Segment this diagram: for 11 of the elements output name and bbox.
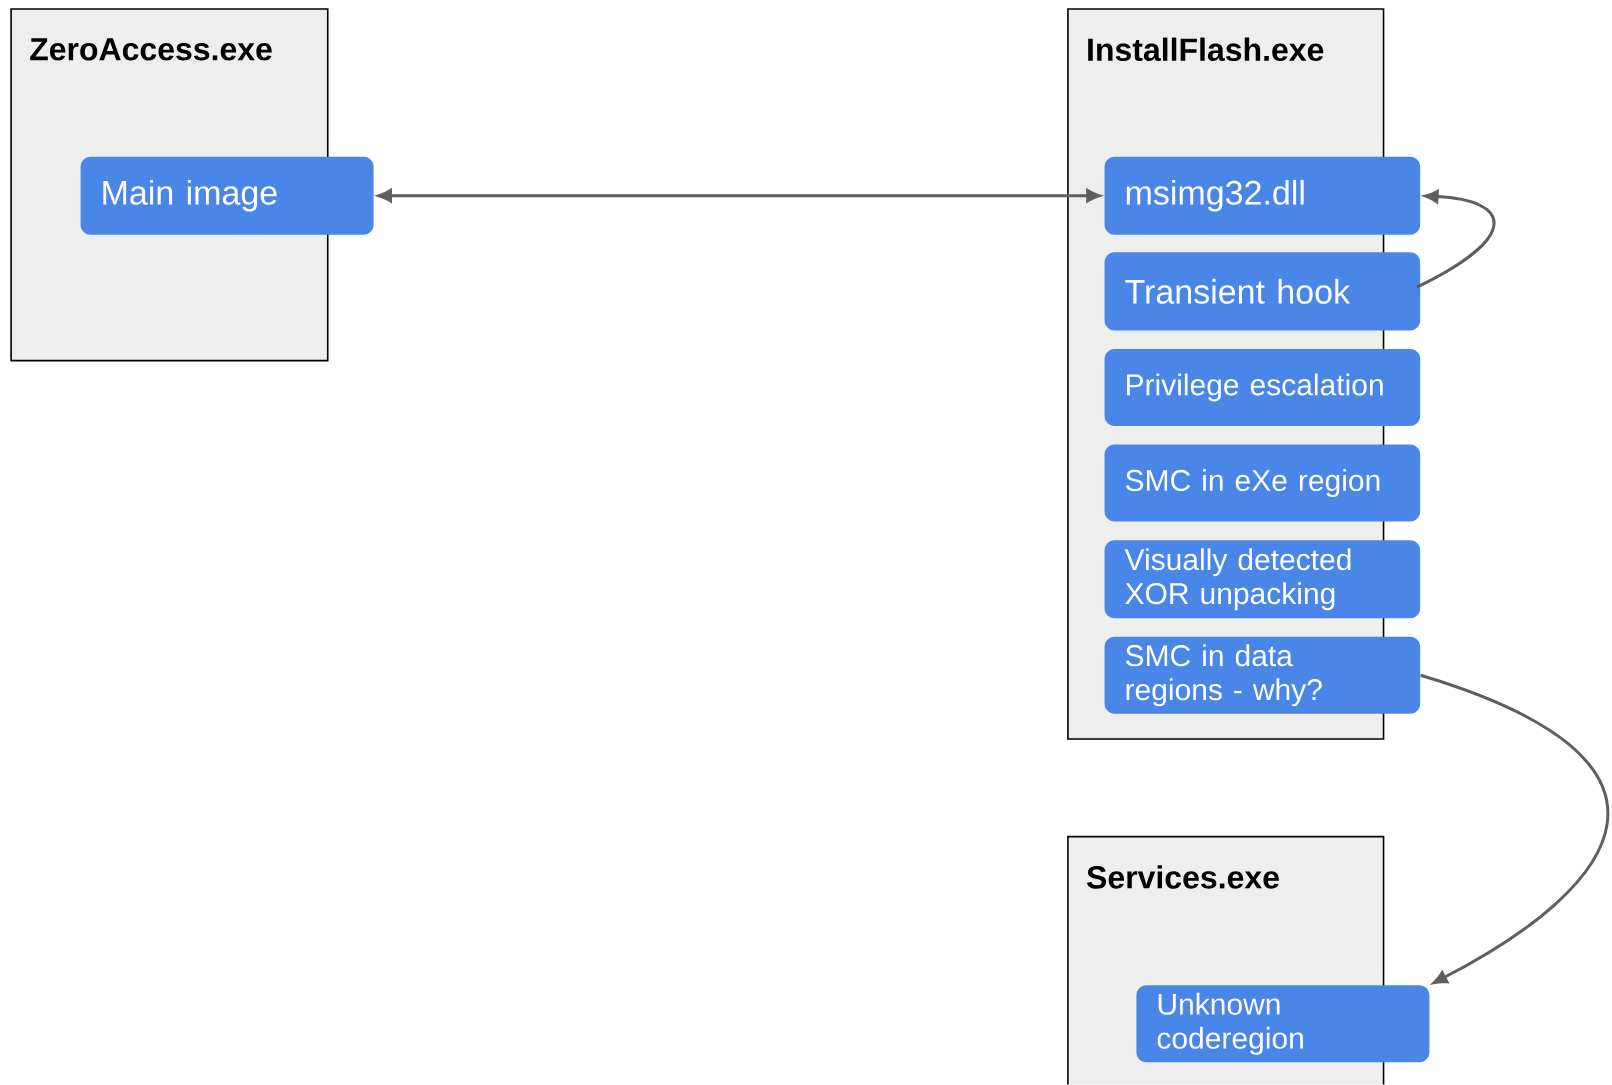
- process-box: Visually detected XOR unpacking: [1104, 540, 1421, 619]
- arrow: [1420, 674, 1609, 985]
- process-box: Unknown coderegion: [1136, 985, 1430, 1063]
- process-box: msimg32.dll: [1104, 156, 1421, 235]
- process-box: SMC in eXe region: [1104, 444, 1421, 522]
- process-box: Privilege escalation: [1104, 349, 1421, 427]
- arrow: [1415, 190, 1496, 289]
- process-box: Transient hook: [1104, 252, 1421, 331]
- process-box: SMC in data regions - why?: [1104, 636, 1421, 715]
- arrow: [377, 189, 1101, 203]
- process-box: Main image: [80, 156, 374, 235]
